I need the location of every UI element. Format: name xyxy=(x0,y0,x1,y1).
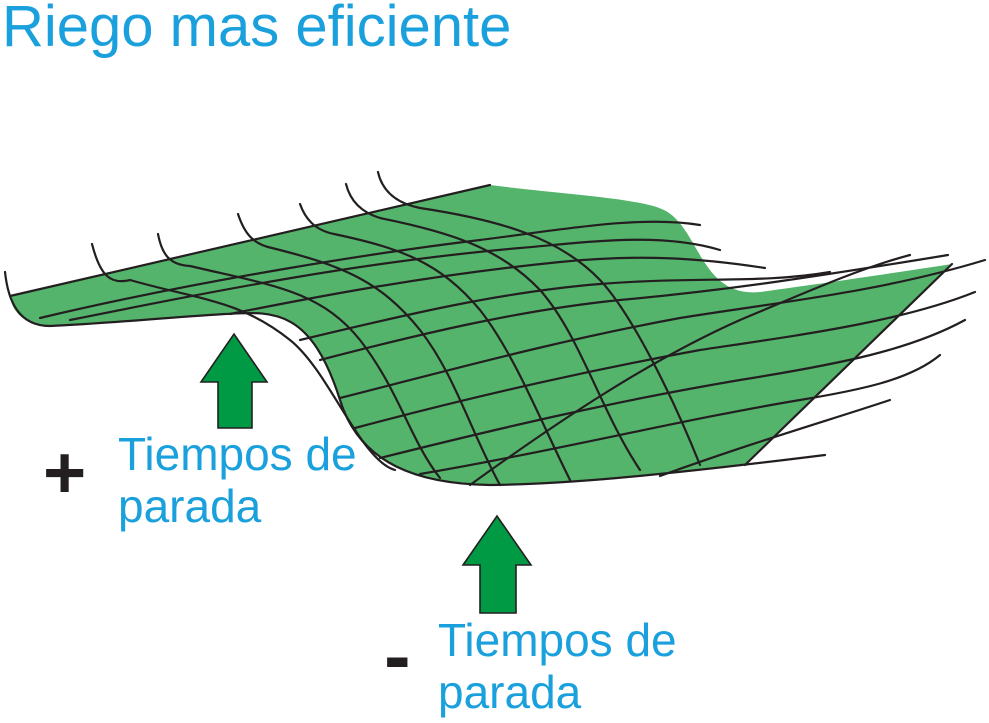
minus-caption-line2: parada xyxy=(438,666,582,718)
diagram-title: Riego mas eficiente xyxy=(2,0,512,59)
plus-sign: + xyxy=(43,431,87,514)
minus-caption: Tiempos de parada xyxy=(438,614,677,718)
minus-sign: - xyxy=(384,611,411,700)
up-arrow-icon xyxy=(461,514,533,614)
plus-caption-line2: parada xyxy=(118,480,262,532)
up-arrow-icon xyxy=(199,332,269,429)
minus-caption-line1: Tiempos de xyxy=(438,614,677,666)
plus-caption: Tiempos de parada xyxy=(118,428,357,532)
plus-caption-line1: Tiempos de xyxy=(118,428,357,480)
terrain-grid xyxy=(3,170,987,487)
terrain-surface xyxy=(10,185,952,485)
